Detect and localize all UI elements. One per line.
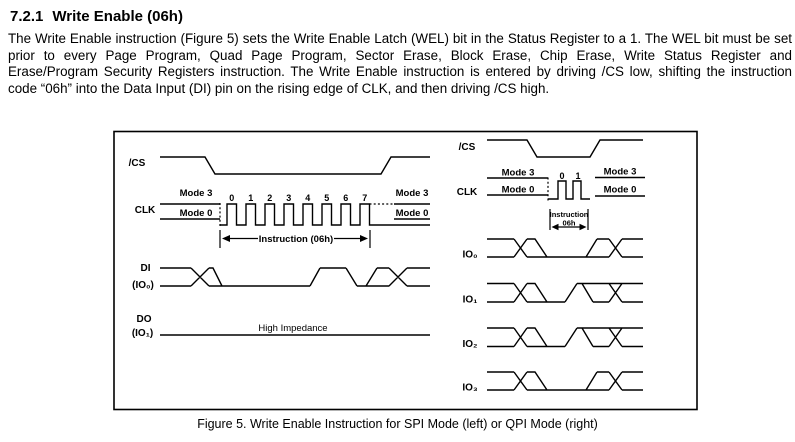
qpi-io1-label: IO₁ xyxy=(463,295,478,306)
spi-clock-number-2: 2 xyxy=(267,193,272,203)
qpi-instruction-label-line2: 06h xyxy=(563,219,576,228)
section-title: Write Enable (06h) xyxy=(52,8,183,25)
qpi-io0-label: IO₀ xyxy=(462,250,477,261)
spi-clock-number-5: 5 xyxy=(324,193,329,203)
qpi-mode0-left-label: Mode 0 xyxy=(502,185,535,196)
qpi-cs-label: /CS xyxy=(459,142,476,153)
figure-caption: Figure 5. Write Enable Instruction for S… xyxy=(197,417,598,431)
spi-do-label: DO xyxy=(137,314,152,325)
spi-clk-label: CLK xyxy=(135,205,156,216)
qpi-io3-label: IO₃ xyxy=(462,383,478,394)
qpi-mode3-right-label: Mode 3 xyxy=(604,167,637,178)
qpi-clock-number-1: 1 xyxy=(575,171,580,181)
qpi-instruction-arrowhead-right xyxy=(579,223,587,231)
section-number: 7.2.1 xyxy=(10,8,44,25)
spi-clock-number-6: 6 xyxy=(343,193,348,203)
qpi-instruction-span-lines xyxy=(549,209,589,230)
spi-instruction-arrowhead-left xyxy=(222,235,230,242)
body-paragraph: The Write Enable instruction (Figure 5) … xyxy=(8,31,792,96)
spi-clock-number-7: 7 xyxy=(362,193,367,203)
spi-mode0-left-label: Mode 0 xyxy=(180,208,213,219)
spi-di-sublabel: (IO₀) xyxy=(132,280,154,291)
qpi-io2-label: IO₂ xyxy=(463,339,478,350)
spi-cs-label: /CS xyxy=(129,158,146,169)
spi-instruction-label: Instruction (06h) xyxy=(259,234,333,245)
qpi-mode0-right-label: Mode 0 xyxy=(604,185,637,196)
spi-di-waveform xyxy=(160,267,430,287)
spi-mode3-right-label: Mode 3 xyxy=(396,188,429,199)
spi-instruction-span-lines xyxy=(219,230,371,248)
qpi-io3-waveform xyxy=(487,371,643,391)
qpi-instruction-arrowhead-left xyxy=(551,223,559,231)
qpi-clock-number-0: 0 xyxy=(559,171,564,181)
spi-cs-waveform xyxy=(160,156,430,175)
figure-border xyxy=(113,130,698,411)
qpi-mode3-left-label: Mode 3 xyxy=(502,168,535,179)
spi-do-sublabel: (IO₁) xyxy=(132,328,153,339)
spi-clock-number-1: 1 xyxy=(248,193,253,203)
spi-clock-number-3: 3 xyxy=(286,193,291,203)
spi-di-label: DI xyxy=(141,263,151,274)
qpi-io2-waveform xyxy=(487,327,643,348)
spi-clock-number-4: 4 xyxy=(305,193,310,203)
spi-mode0-right-label: Mode 0 xyxy=(396,208,429,219)
qpi-clk-label: CLK xyxy=(457,187,478,198)
qpi-clk-waveform xyxy=(487,176,645,200)
spi-clk-waveform xyxy=(160,203,430,226)
section-heading: 7.2.1 Write Enable (06h) xyxy=(10,8,183,25)
qpi-instruction-label-line1: Instruction xyxy=(550,210,589,219)
spi-mode3-left-label: Mode 3 xyxy=(180,188,213,199)
qpi-io0-waveform xyxy=(487,238,643,258)
qpi-cs-waveform xyxy=(487,139,643,158)
qpi-io1-waveform xyxy=(487,282,643,303)
spi-clock-number-0: 0 xyxy=(229,193,234,203)
spi-high-impedance-label: High Impedance xyxy=(258,323,327,334)
spi-instruction-arrowhead-right xyxy=(360,235,368,242)
